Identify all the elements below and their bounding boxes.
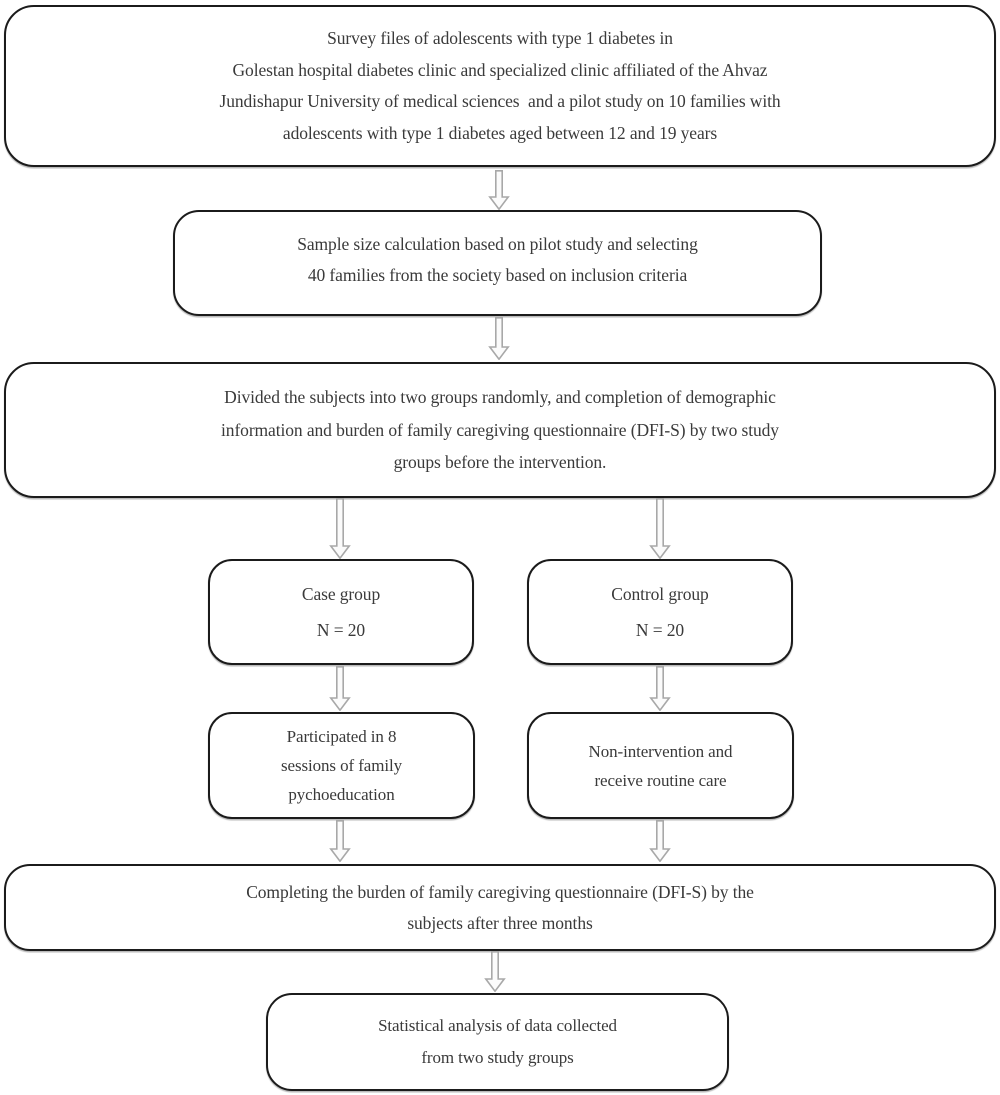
down-arrow-icon: [484, 951, 506, 992]
text-line: from two study groups: [421, 1048, 574, 1067]
down-arrow-icon: [488, 317, 510, 360]
flowchart-box-intervention: Participated in 8 sessions of family pyc…: [208, 712, 475, 819]
text-line: Divided the subjects into two groups ran…: [224, 387, 776, 408]
text-line: adolescents with type 1 diabetes aged be…: [282, 122, 718, 143]
text-line: sessions of family: [281, 756, 402, 775]
text-line: Jundishapur University of medical scienc…: [219, 91, 781, 111]
flowchart-box-case-group: Case group N = 20: [208, 559, 474, 665]
text-line: Statistical analysis of data collected: [378, 1016, 617, 1035]
text-line: Case group: [301, 584, 381, 604]
text-line: Golestan hospital diabetes clinic and sp…: [232, 59, 768, 80]
text-line: Participated in 8: [286, 727, 397, 746]
flowchart-box-survey: Survey files of adolescents with type 1 …: [4, 5, 996, 167]
flowchart-box-sample-size: Sample size calculation based on pilot s…: [173, 210, 822, 316]
down-arrow-icon: [488, 170, 510, 210]
text-line: information and burden of family caregiv…: [221, 419, 779, 440]
down-arrow-icon: [649, 820, 671, 862]
down-arrow-icon: [329, 820, 351, 862]
down-arrow-icon: [649, 498, 671, 559]
down-arrow-icon: [329, 666, 351, 711]
text-line: Non-intervention and: [588, 741, 733, 761]
flowchart-box-control-group: Control group N = 20: [527, 559, 793, 665]
flowchart-box-analysis: Statistical analysis of data collected f…: [266, 993, 729, 1091]
text-line: N = 20: [316, 620, 366, 640]
text-line: 40 families from the society based on in…: [307, 265, 688, 285]
text-line: groups before the intervention.: [393, 452, 607, 473]
text-line: Completing the burden of family caregivi…: [246, 882, 754, 902]
text-line: Survey files of adolescents with type 1 …: [327, 28, 673, 48]
flowchart-box-routine-care: Non-intervention and receive routine car…: [527, 712, 794, 819]
down-arrow-icon: [649, 666, 671, 711]
flowchart-box-randomization: Divided the subjects into two groups ran…: [4, 362, 996, 498]
text-line: receive routine care: [594, 770, 727, 790]
text-line: pychoeducation: [288, 785, 395, 804]
text-line: N = 20: [635, 620, 685, 640]
down-arrow-icon: [329, 498, 351, 559]
text-line: Control group: [611, 584, 709, 604]
text-line: Sample size calculation based on pilot s…: [297, 234, 698, 254]
flowchart-box-followup: Completing the burden of family caregivi…: [4, 864, 996, 951]
text-line: subjects after three months: [407, 912, 593, 933]
